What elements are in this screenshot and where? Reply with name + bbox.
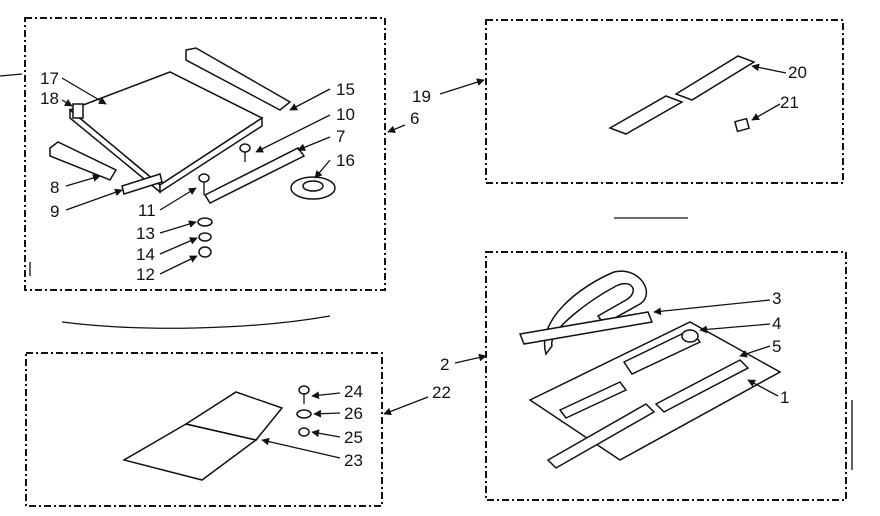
- washer-13: [197, 217, 213, 227]
- trim-strip-8: [49, 141, 118, 181]
- kit-box-22: [25, 352, 383, 507]
- leader-6: [387, 124, 406, 133]
- leader-10: [255, 114, 331, 153]
- connector-4: [681, 329, 699, 343]
- channel-4: [622, 329, 702, 375]
- leader-19: [439, 78, 485, 95]
- callout-14: 14: [136, 245, 155, 264]
- trim-strip-15: [185, 47, 292, 111]
- ring-16: [290, 176, 336, 200]
- callout-16: 16: [336, 151, 355, 170]
- leader-2: [454, 353, 487, 364]
- leader-23: [261, 437, 341, 459]
- leader-24: [311, 391, 341, 400]
- cover-plate-17: [68, 71, 264, 194]
- kit-box-6: [24, 17, 386, 291]
- callout-12: 12: [136, 265, 155, 284]
- callout-25: 25: [344, 428, 363, 447]
- washer-26: [296, 409, 312, 419]
- board-1: [528, 321, 782, 461]
- leader-20: [751, 63, 787, 74]
- leader-15: [289, 88, 331, 111]
- leader-5: [739, 345, 771, 358]
- callout-6: 6: [410, 109, 419, 128]
- bracket-18: [72, 103, 84, 119]
- leader-1: [747, 379, 779, 397]
- callout-26: 26: [344, 404, 363, 423]
- screw-11: [198, 173, 210, 195]
- screw-10: [239, 143, 251, 162]
- kit-box-19: [485, 19, 844, 184]
- edge-mark: [0, 73, 23, 77]
- leader-21: [751, 103, 781, 121]
- mounting-bar-7: [203, 147, 306, 204]
- clip-21: [733, 117, 751, 133]
- callout-4: 4: [772, 314, 781, 333]
- rod-9: [121, 173, 163, 195]
- callout-22: 22: [432, 383, 451, 402]
- callout-5: 5: [772, 337, 781, 356]
- strip-20a: [608, 95, 684, 135]
- callout-17: 17: [40, 69, 59, 88]
- leader-18: [61, 99, 73, 107]
- callout-11: 11: [138, 201, 156, 220]
- kit-box-2: [485, 251, 847, 501]
- leader-25: [311, 429, 341, 438]
- leader-26: [313, 409, 341, 418]
- leader-8: [65, 174, 101, 187]
- leader-13: [159, 220, 197, 234]
- callout-13: 13: [136, 224, 155, 243]
- rail-b: [546, 403, 656, 469]
- screw-24: [298, 385, 310, 404]
- nut-25: [298, 427, 310, 437]
- leader-11: [159, 187, 197, 211]
- callout-23: 23: [344, 451, 363, 470]
- callout-18: 18: [40, 89, 59, 108]
- callout-2: 2: [440, 355, 449, 374]
- leader-9: [65, 188, 123, 211]
- leader-12: [159, 255, 198, 275]
- leader-4: [699, 323, 771, 334]
- rail-5: [654, 359, 750, 413]
- callout-3: 3: [772, 289, 781, 308]
- callout-1: 1: [780, 388, 789, 407]
- separator-line-a: [61, 315, 331, 329]
- callout-24: 24: [344, 382, 363, 401]
- leader-7: [297, 136, 331, 151]
- loop-strip-3: [518, 270, 654, 356]
- callout-19: 19: [412, 87, 431, 106]
- door-panel-23: [122, 391, 284, 481]
- washer-14: [198, 232, 212, 242]
- leader-16: [314, 159, 331, 179]
- callout-15: 15: [336, 80, 355, 99]
- callout-20: 20: [788, 63, 807, 82]
- callout-7: 7: [336, 127, 345, 146]
- leader-22: [383, 396, 429, 416]
- callout-9: 9: [50, 202, 59, 221]
- rail-a: [558, 381, 628, 419]
- callout-21: 21: [780, 93, 799, 112]
- leader-14: [159, 237, 198, 255]
- leader-3: [653, 299, 771, 316]
- callout-8: 8: [50, 178, 59, 197]
- callout-10: 10: [336, 105, 355, 124]
- leader-17: [61, 77, 107, 105]
- nut-12: [198, 246, 212, 258]
- strip-20b: [674, 55, 756, 101]
